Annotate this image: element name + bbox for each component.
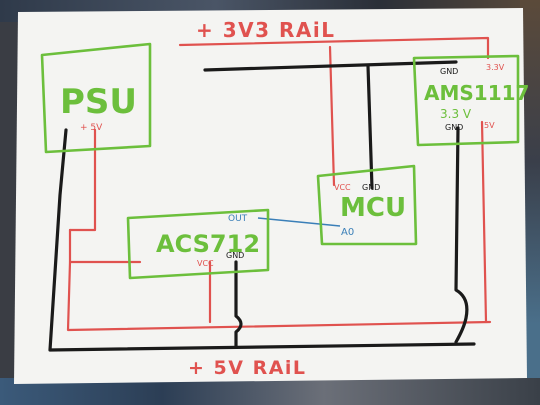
- ams-3v3-pin: 3.3V: [486, 63, 505, 72]
- mcu-gnd-wire: [366, 64, 374, 190]
- mcu-vcc-wire: [328, 45, 336, 187]
- ams-gnd-wire: [454, 126, 469, 344]
- mcu-box: [316, 164, 418, 246]
- mcu-a0-pin: A0: [341, 227, 354, 238]
- rail-3v3-wire: [178, 36, 490, 60]
- acs712-box: [126, 208, 270, 280]
- rail-5v-label: + 5V RAiL: [188, 357, 307, 379]
- ams-gnd-bottom-pin: GND: [445, 123, 463, 132]
- psu-gnd-wire: [48, 128, 476, 352]
- signal-out-wire: [257, 217, 341, 227]
- ams1117-box: [412, 54, 520, 147]
- ams-5v-pin: 5V: [484, 121, 495, 130]
- component-boxes: [40, 42, 520, 280]
- acs-vcc-pin: VCC: [197, 259, 214, 268]
- acs-gnd-wire: [234, 260, 243, 348]
- psu-box: [40, 42, 152, 154]
- ams-5v-wire: [480, 120, 488, 324]
- mcu-gnd-pin: GND: [362, 183, 380, 192]
- ams-subtitle: 3.3 V: [440, 107, 472, 121]
- mcu-vcc-pin: VCC: [334, 183, 351, 192]
- rail-3v3-label: + 3V3 RAiL: [196, 18, 335, 42]
- acs-title: ACS712: [156, 230, 260, 258]
- ams-gnd-top-pin: GND: [440, 67, 458, 76]
- red-wires: [66, 36, 492, 332]
- left-5v-wire: [66, 260, 492, 332]
- paper-sheet: [14, 8, 527, 384]
- psu-5v-pin: + 5V: [80, 123, 103, 133]
- mcu-title: MCU: [340, 193, 406, 223]
- acs-gnd-pin: GND: [226, 251, 244, 260]
- psu-title: PSU: [60, 82, 137, 122]
- ams-title: AMS1117: [424, 81, 529, 105]
- black-wires: [48, 60, 476, 352]
- acs-out-pin: OUT: [228, 214, 248, 224]
- psu-5v-wire: [68, 128, 97, 232]
